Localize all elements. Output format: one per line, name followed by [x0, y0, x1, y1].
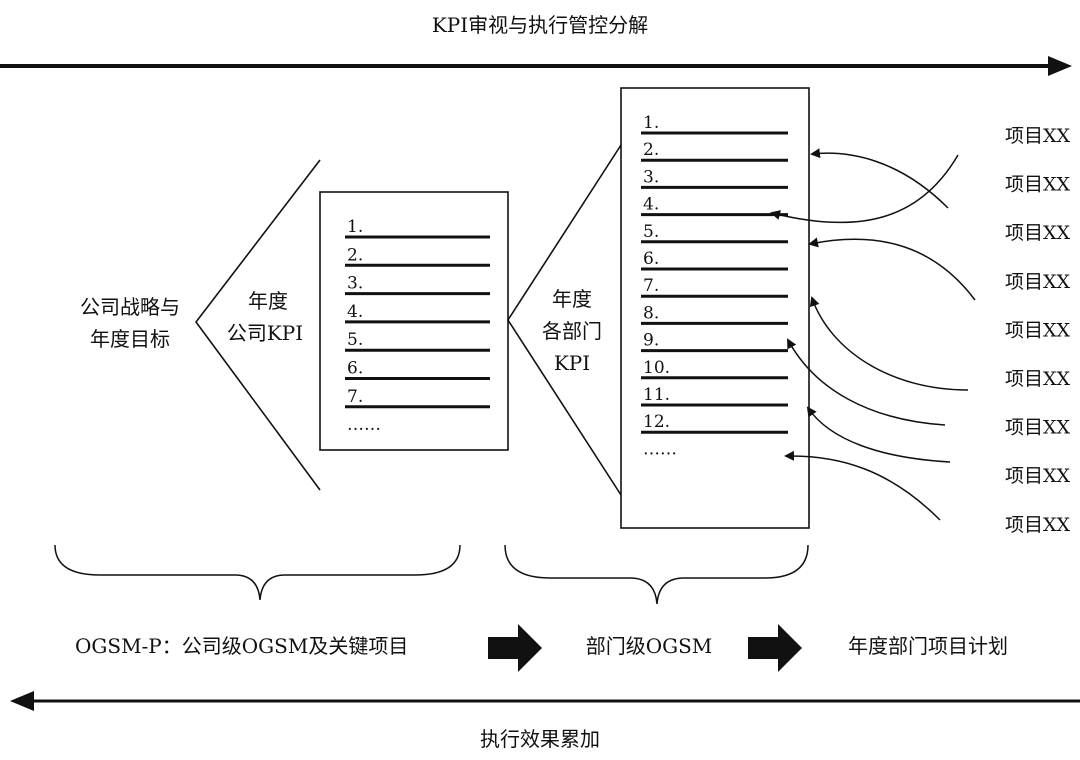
top-arrowhead-icon [1048, 56, 1072, 76]
company-kpi-item: 3. [347, 274, 363, 294]
left-label-line-2: 年度目标 [90, 327, 170, 351]
company-kpi-item: 7. [347, 387, 363, 407]
left-label-line-1: 公司战略与 [80, 295, 180, 319]
company-kpi-item: 1. [347, 217, 363, 237]
dept-kpi-item: 6. [643, 249, 659, 269]
project-item: 项目XX [1005, 514, 1071, 536]
company-kpi-label-line-1: 年度 [248, 289, 288, 313]
company-funnel-shape [194, 159, 321, 491]
connector-arrow [770, 154, 959, 224]
bottom-arrowhead-icon [10, 691, 34, 711]
connector-arrow [787, 338, 946, 426]
stage-label-project: 年度部门项目计划 [848, 634, 1008, 658]
dept-kpi-item: 1. [643, 113, 659, 133]
company-kpi-list: 1. 2. 3. 4. 5. 6. 7. …… [345, 217, 490, 435]
project-item: 项目XX [1005, 368, 1071, 390]
dept-stage-brace [504, 544, 809, 605]
connector-arrow [784, 450, 941, 521]
dept-kpi-item: …… [643, 439, 677, 459]
dept-kpi-list: 1. 2. 3. 4. 5. 6. 7. 8. 9. 10. 11. 12. …… [641, 113, 788, 459]
dept-kpi-item: 5. [643, 222, 659, 242]
company-stage-brace [54, 544, 461, 601]
dept-kpi-item: 12. [643, 412, 670, 432]
project-item: 项目XX [1005, 417, 1071, 439]
dept-kpi-item: 8. [643, 303, 659, 323]
dept-kpi-item: 3. [643, 167, 659, 187]
dept-kpi-label-line-1: 年度 [552, 287, 592, 311]
bottom-arrow-label: 执行效果累加 [480, 727, 600, 751]
connector-arrow [810, 148, 949, 209]
connector-arrow [806, 406, 951, 463]
dept-kpi-box [620, 87, 810, 529]
dept-kpi-item: 2. [643, 140, 659, 160]
stage-label-company: OGSM-P：公司级OGSM及关键项目 [75, 634, 408, 658]
dept-funnel-shape [507, 144, 622, 496]
company-kpi-label-line-2: 公司KPI [227, 321, 303, 345]
company-kpi-item: 6. [347, 359, 363, 379]
top-arrow-label: KPI审视与执行管控分解 [432, 13, 648, 37]
stage-arrow-icon [488, 624, 542, 672]
company-kpi-item: …… [347, 415, 381, 435]
project-item: 项目XX [1005, 465, 1071, 487]
project-item: 项目XX [1005, 271, 1071, 293]
project-item: 项目XX [1005, 319, 1071, 341]
dept-kpi-label-line-3: KPI [554, 351, 590, 375]
connector-arrow [809, 296, 969, 391]
company-kpi-item: 5. [347, 330, 363, 350]
connector-arrow [808, 237, 976, 301]
dept-kpi-item: 11. [643, 385, 670, 405]
stage-arrow-icon [748, 624, 802, 672]
company-kpi-item: 4. [347, 302, 363, 322]
dept-kpi-label-line-2: 各部门 [542, 319, 602, 343]
company-kpi-item: 2. [347, 245, 363, 265]
project-item: 项目XX [1005, 174, 1071, 196]
stage-label-dept: 部门级OGSM [586, 634, 713, 658]
project-item: 项目XX [1005, 222, 1071, 244]
dept-kpi-item: 7. [643, 276, 659, 296]
project-item: 项目XX [1005, 125, 1071, 147]
dept-kpi-item: 10. [643, 358, 670, 378]
dept-kpi-item: 9. [643, 331, 659, 351]
project-connectors [770, 148, 976, 521]
dept-kpi-item: 4. [643, 195, 659, 215]
project-list: 项目XX 项目XX 项目XX 项目XX 项目XX 项目XX 项目XX 项目XX 项目XX [1005, 125, 1071, 536]
